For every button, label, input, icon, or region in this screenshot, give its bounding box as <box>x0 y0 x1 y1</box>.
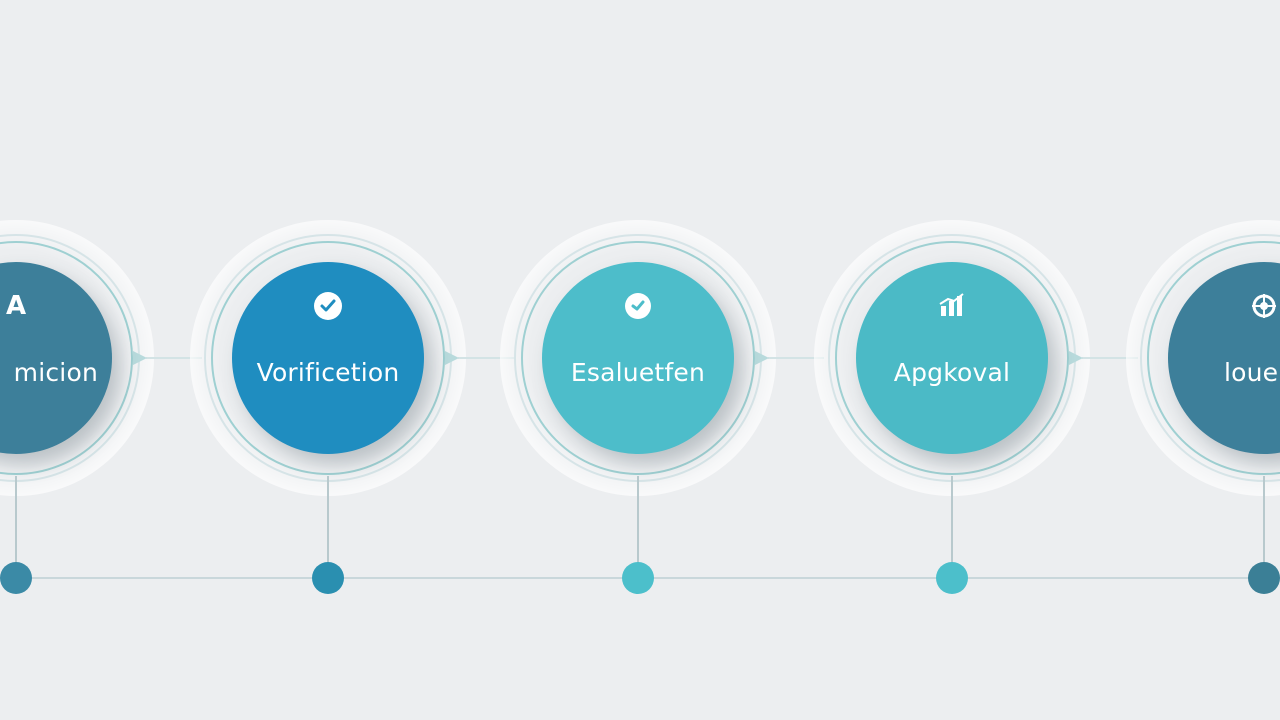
timeline-dot <box>312 562 344 594</box>
step-ring-inner <box>211 241 445 475</box>
step-label: micion <box>13 358 98 387</box>
checkmark-small-icon <box>622 290 654 322</box>
connector-line <box>768 357 824 359</box>
step-label: Vorificetion <box>256 358 400 387</box>
connector-line <box>1082 357 1138 359</box>
step-disc: Vorificetion <box>232 262 424 454</box>
timeline-dot <box>622 562 654 594</box>
connector-arrow-icon <box>133 351 147 365</box>
step-ring-inner <box>835 241 1069 475</box>
step-label: Apgkoval <box>893 358 1011 387</box>
checkmark-icon <box>312 290 344 322</box>
timeline-dot <box>0 562 32 594</box>
gear-icon <box>1248 290 1280 322</box>
step-stem <box>15 476 17 571</box>
connector-arrow-icon <box>445 351 459 365</box>
timeline-dot <box>1248 562 1280 594</box>
step-disc: Apgkoval <box>856 262 1048 454</box>
connector-arrow-icon <box>1069 351 1083 365</box>
step-stem <box>951 476 953 571</box>
chart-icon <box>936 290 968 322</box>
step-stem <box>1263 476 1265 571</box>
step-label: louel <box>1224 358 1280 387</box>
connector-arrow-icon <box>755 351 769 365</box>
connector-line <box>458 357 514 359</box>
step-stem <box>637 476 639 571</box>
letter-a-icon: A <box>5 291 27 321</box>
connector-line <box>146 357 202 359</box>
step-stem <box>327 476 329 571</box>
step-disc: Esaluetfen <box>542 262 734 454</box>
step-label: Esaluetfen <box>570 358 706 387</box>
timeline-dot <box>936 562 968 594</box>
step-ring-inner <box>521 241 755 475</box>
